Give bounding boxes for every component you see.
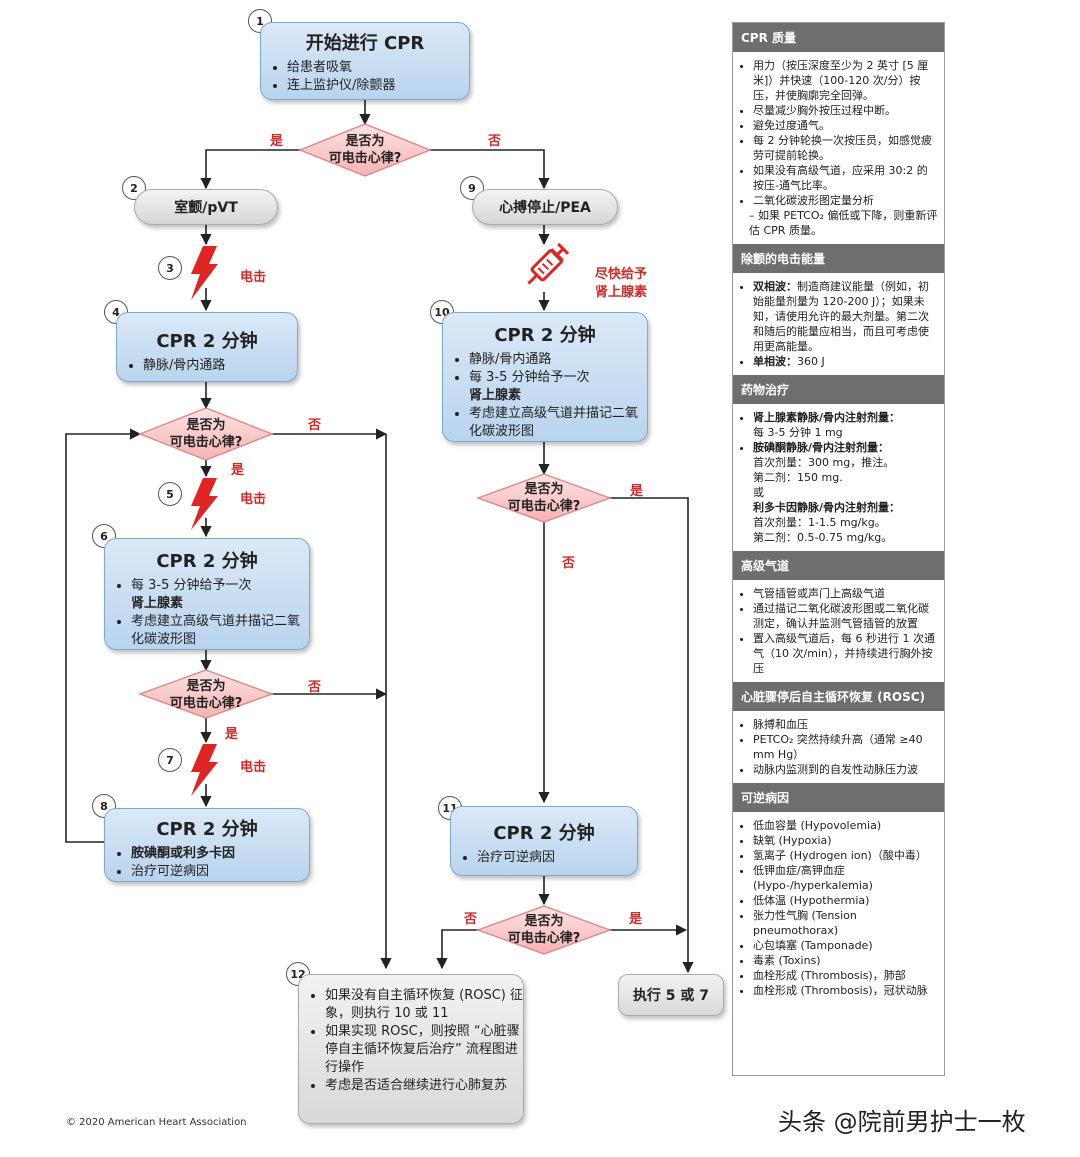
panel-section: 气管插管或声门上高级气道 通过描记二氧化碳波形图或二氧化碳测定，确认并监测气管插… <box>733 580 944 682</box>
decision-diamond <box>298 123 432 177</box>
decision-diamond <box>138 407 274 461</box>
decision-label: 是否为可电击心律? <box>169 679 243 711</box>
yes-label: 是 <box>231 463 245 478</box>
start-cpr-box: 开始进行 CPR 给患者吸氧 连上监护仪/除颤器 <box>260 22 470 100</box>
list-item: 考虑是否适合继续进行心肺复苏 <box>325 1077 523 1095</box>
syringe-icon <box>527 242 570 285</box>
decision-label: 是否为可电击心律? <box>507 482 581 514</box>
list-item: 连上监护仪/除颤器 <box>287 77 469 95</box>
panel-section: 低血容量 (Hypovolemia) 缺氧 (Hypoxia) 氢离子 (Hyd… <box>733 812 944 1004</box>
panel-header: 除颤的电击能量 <box>733 244 944 273</box>
asystole-pea-pill: 心搏停止/PEA <box>472 189 618 225</box>
reference-panel: CPR 质量 用力（按压深度至少为 2 英寸 [5 厘米]）并快速（100-12… <box>732 22 945 1076</box>
decision-label: 是否为可电击心律? <box>507 914 581 946</box>
no-label: 否 <box>308 680 322 695</box>
copyright-footer: © 2020 American Heart Association <box>66 1117 247 1128</box>
lightning-bolt-icon <box>191 246 218 300</box>
step-number: 3 <box>158 256 182 280</box>
list-item: 治疗可逆病因 <box>131 863 309 881</box>
epinephrine-note: 尽快给予肾上腺素 <box>595 267 648 300</box>
step-number: 7 <box>158 748 182 772</box>
list-item: 给患者吸氧 <box>287 59 469 77</box>
yes-label: 是 <box>270 134 284 149</box>
shock-label: 电击 <box>240 270 267 285</box>
no-label: 否 <box>488 134 502 149</box>
panel-header: 药物治疗 <box>733 375 944 404</box>
list-item: 胺碘酮或利多卡因 <box>131 845 309 863</box>
list-item: 考虑建立高级气道并描记二氧化碳波形图 <box>131 613 309 649</box>
shock-label: 电击 <box>240 492 267 507</box>
panel-section: 肾上腺素静脉/骨内注射剂量：每 3-5 分钟 1 mg 胺碘酮静脉/骨内注射剂量… <box>733 404 944 551</box>
box-title: CPR 2 分钟 <box>156 331 258 352</box>
no-label: 否 <box>464 912 478 927</box>
decision-label: 是否为可电击心律? <box>328 134 402 166</box>
watermark: 头条 @院前男护士一枚 <box>778 1108 1026 1136</box>
cpr-2min-box: CPR 2 分钟 静脉/骨内通路 <box>116 312 298 382</box>
box-title: CPR 2 分钟 <box>493 823 595 844</box>
list-item: 如果没有自主循环恢复 (ROSC) 征象，则执行 10 或 11 <box>325 987 523 1023</box>
list-item: 静脉/骨内通路 <box>143 357 297 375</box>
cpr-2min-box: CPR 2 分钟 治疗可逆病因 <box>450 806 638 876</box>
shock-label: 电击 <box>240 760 267 775</box>
yes-label: 是 <box>225 727 239 742</box>
no-label: 否 <box>308 418 322 433</box>
box-title: 开始进行 CPR <box>305 33 425 54</box>
yes-label: 是 <box>629 912 643 927</box>
no-label: 否 <box>562 556 576 571</box>
list-item: 治疗可逆病因 <box>477 849 637 867</box>
box-title: CPR 2 分钟 <box>494 325 596 346</box>
lightning-bolt-icon <box>191 744 218 796</box>
list-item: 考虑建立高级气道并描记二氧化碳波形图 <box>469 405 647 441</box>
step-number: 5 <box>158 482 182 506</box>
panel-section: 用力（按压深度至少为 2 英寸 [5 厘米]）并快速（100-120 次/分）按… <box>733 52 944 244</box>
list-item: 如果实现 ROSC，则按照 “心脏骤停自主循环恢复后治疗” 流程图进行操作 <box>325 1023 523 1077</box>
list-item: 静脉/骨内通路 <box>469 351 647 369</box>
box-title: CPR 2 分钟 <box>156 819 258 840</box>
panel-section: 脉搏和血压 PETCO₂ 突然持续升高（通常 ≥40 mm Hg） 动脉内监测到… <box>733 711 944 783</box>
yes-label: 是 <box>630 484 644 499</box>
rosc-evaluation-box: 如果没有自主循环恢复 (ROSC) 征象，则执行 10 或 11 如果实现 RO… <box>298 974 524 1124</box>
step-number: 9 <box>460 176 484 200</box>
cpr-2min-box: CPR 2 分钟 胺碘酮或利多卡因 治疗可逆病因 <box>104 808 310 882</box>
panel-header: 可逆病因 <box>733 783 944 812</box>
decision-label: 是否为可电击心律? <box>169 418 243 450</box>
panel-header: 高级气道 <box>733 551 944 580</box>
panel-header: 心脏骤停后自主循环恢复 (ROSC) <box>733 682 944 711</box>
decision-diamond <box>475 905 613 955</box>
panel-section: 双相波：制造商建议能量（例如，初始能量剂量为 120-200 J）；如果未知，请… <box>733 273 944 375</box>
vf-pvt-pill: 室颤/pVT <box>134 189 278 225</box>
decision-diamond <box>137 669 275 719</box>
decision-diamond <box>475 473 613 523</box>
lightning-bolt-icon <box>191 478 218 530</box>
panel-header: CPR 质量 <box>733 23 944 52</box>
box-title: CPR 2 分钟 <box>156 551 258 572</box>
do-5-or-7-box: 执行 5 或 7 <box>618 974 724 1016</box>
